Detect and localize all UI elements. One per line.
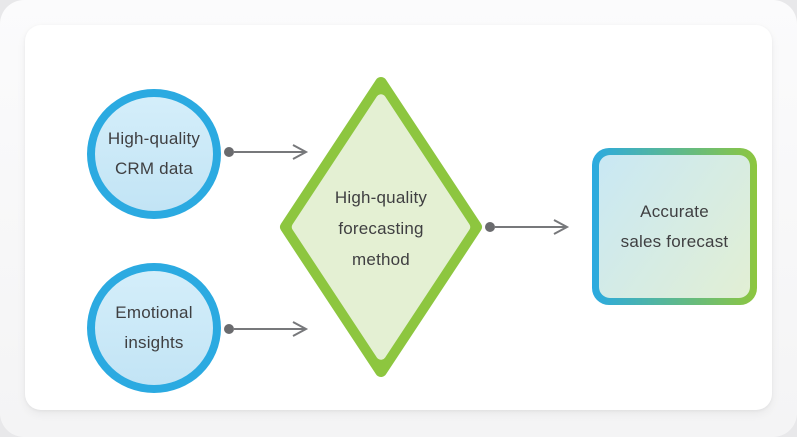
node-emotional-insights-line1: Emotional <box>115 303 193 322</box>
node-forecasting-method-line3: method <box>352 250 410 269</box>
diamond-fill <box>291 94 471 360</box>
arrow-head <box>292 144 309 160</box>
node-forecasting-method-label: High-quality forecasting method <box>301 182 461 275</box>
arrow-crm-to-method-icon <box>224 144 309 160</box>
node-forecasting-method-shape <box>280 77 482 377</box>
arrow-head <box>292 321 309 337</box>
arrow-head <box>553 219 570 235</box>
arrow-method-to-forecast-icon <box>485 219 570 235</box>
node-sales-forecast-line1: Accurate <box>640 201 709 221</box>
node-sales-forecast-fill: Accurate sales forecast <box>599 155 750 298</box>
node-emotional-insights-line2: insights <box>124 333 184 352</box>
node-crm-data-line1: High-quality <box>107 129 201 148</box>
node-crm-data-line2: CRM data <box>114 159 194 178</box>
node-sales-forecast: Accurate sales forecast <box>592 148 757 305</box>
diagram-card: High-quality CRM data Emotional insights… <box>25 25 772 410</box>
node-forecasting-method-line2: forecasting <box>338 219 424 238</box>
arrow-emotional-to-method-icon <box>224 321 309 337</box>
arrow-dot <box>485 222 495 232</box>
arrow-dot <box>224 147 234 157</box>
node-forecasting-method-line1: High-quality <box>334 188 428 207</box>
node-emotional-insights: Emotional insights <box>87 263 221 393</box>
node-crm-data: High-quality CRM data <box>87 89 221 219</box>
node-sales-forecast-line2: sales forecast <box>620 231 729 251</box>
arrow-dot <box>224 324 234 334</box>
